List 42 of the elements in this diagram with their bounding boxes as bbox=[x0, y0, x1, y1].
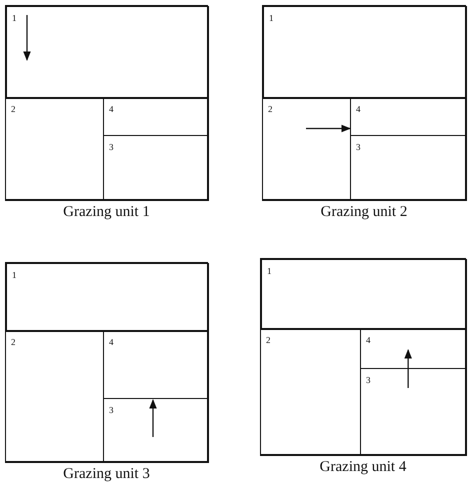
paddock bbox=[5, 330, 104, 463]
unit-caption: Grazing unit 2 bbox=[320, 204, 408, 221]
grazing-unit-outline bbox=[262, 5, 466, 200]
paddock bbox=[261, 259, 467, 330]
paddock-number: 3 bbox=[356, 142, 360, 152]
paddock bbox=[5, 97, 104, 201]
paddock-number: 3 bbox=[109, 142, 114, 152]
paddock-number: 2 bbox=[266, 335, 270, 345]
grazing-unit-outline bbox=[5, 5, 208, 200]
paddock-number: 1 bbox=[267, 266, 272, 276]
paddock bbox=[103, 135, 209, 201]
paddock bbox=[260, 328, 361, 456]
paddock-number: 2 bbox=[11, 104, 16, 114]
paddock-number: 3 bbox=[366, 375, 370, 385]
grazing-unit-outline bbox=[5, 262, 208, 462]
paddock bbox=[350, 135, 467, 201]
arrow bbox=[306, 124, 351, 132]
paddock-number: 4 bbox=[366, 335, 370, 345]
paddock bbox=[6, 263, 209, 332]
paddock-number: 1 bbox=[12, 13, 16, 23]
paddock-number: 4 bbox=[109, 337, 114, 347]
paddock-number: 4 bbox=[356, 104, 360, 114]
paddock-number: 3 bbox=[109, 405, 114, 415]
paddock bbox=[103, 330, 209, 399]
unit-caption: Grazing unit 3 bbox=[62, 466, 151, 483]
paddock bbox=[263, 6, 467, 99]
paddock bbox=[262, 97, 351, 201]
paddock bbox=[360, 328, 467, 369]
paddock-number: 2 bbox=[268, 104, 272, 114]
unit-caption: Grazing unit 1 bbox=[62, 204, 151, 221]
paddock bbox=[103, 398, 209, 463]
arrow bbox=[404, 349, 412, 388]
grazing-unit-outline bbox=[260, 258, 466, 455]
paddock bbox=[103, 97, 209, 136]
paddock bbox=[350, 97, 467, 136]
paddock-number: 1 bbox=[12, 270, 16, 280]
paddock bbox=[6, 6, 209, 99]
paddock-number: 2 bbox=[11, 337, 16, 347]
unit-caption: Grazing unit 4 bbox=[318, 459, 408, 476]
paddock-number: 1 bbox=[269, 13, 274, 23]
paddock bbox=[360, 368, 467, 456]
paddock-number: 4 bbox=[109, 104, 114, 114]
